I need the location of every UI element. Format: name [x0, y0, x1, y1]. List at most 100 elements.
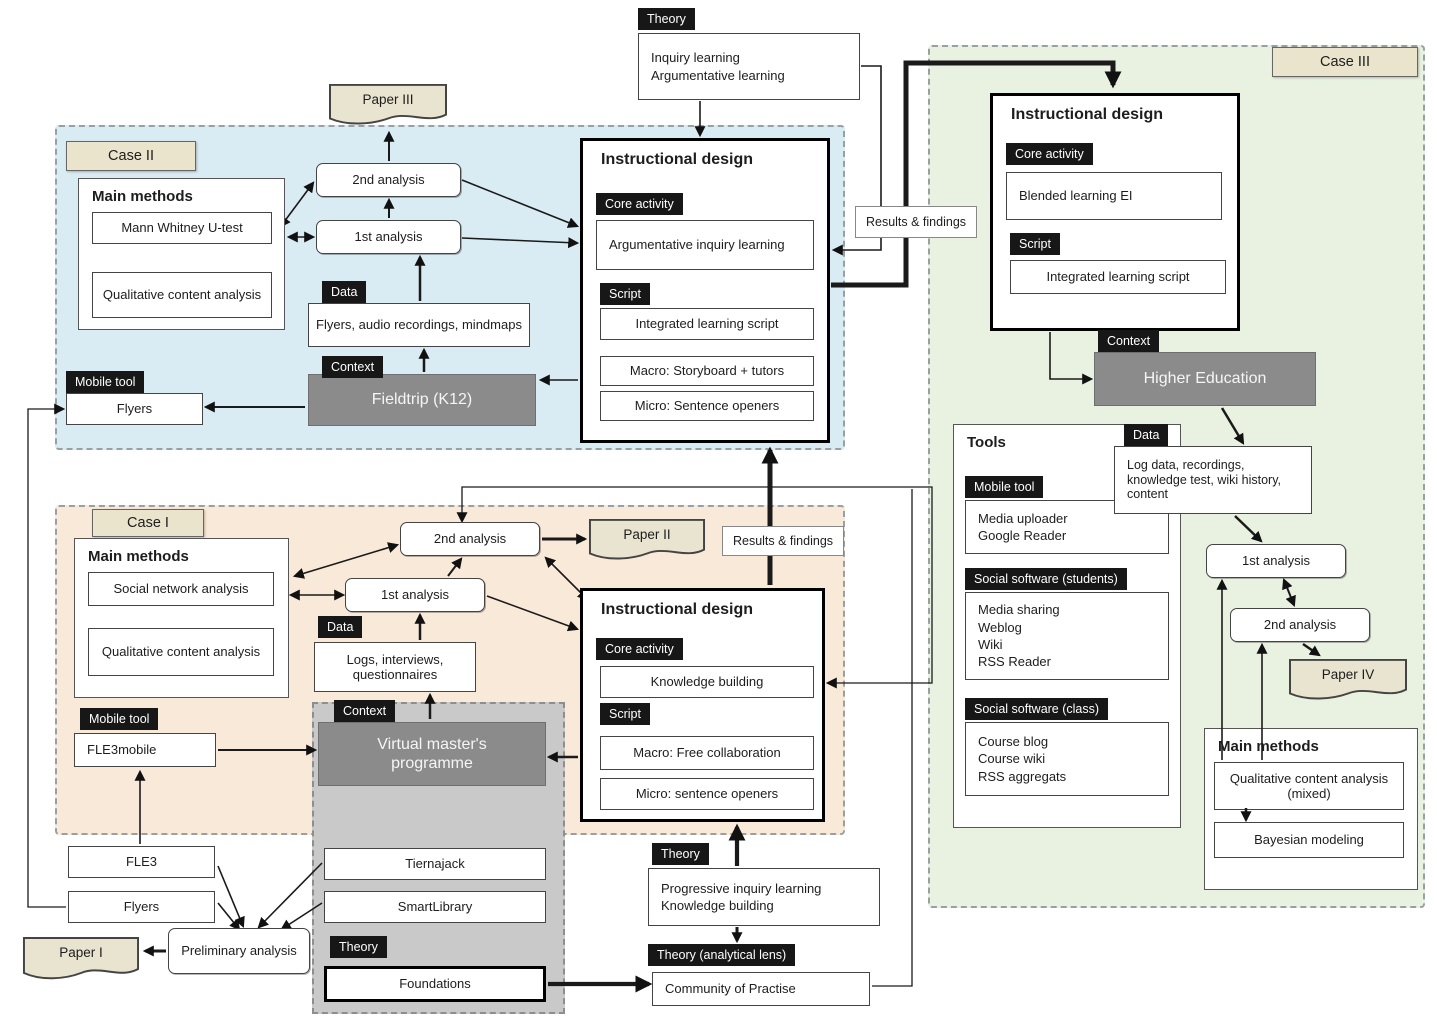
case1-vmp-line-1: Virtual master's: [377, 735, 487, 753]
case-ii-tab: Case II: [66, 141, 196, 171]
tiernajack-box: Tiernajack: [324, 848, 546, 880]
paper-ii: Paper II: [588, 518, 706, 564]
flyers-bottom-box: Flyers: [68, 891, 215, 923]
theory-top-label: Theory: [638, 8, 695, 30]
case3-data-box: Log data, recordings, knowledge test, wi…: [1114, 446, 1312, 514]
fle3-box: FLE3: [68, 846, 215, 878]
case3-mobile-line-2: Google Reader: [978, 528, 1067, 543]
preliminary-analysis-box: Preliminary analysis: [168, 928, 310, 974]
case3-ss-students-line-2: Weblog: [978, 619, 1022, 635]
case3-mobile-tool-box: Media uploader Google Reader: [965, 500, 1169, 554]
case1-2nd-analysis: 2nd analysis: [400, 522, 540, 556]
case-iii-tab: Case III: [1272, 47, 1418, 77]
case3-core-activity-label: Core activity: [1006, 143, 1093, 165]
case3-id-title: Instructional design: [1011, 106, 1164, 123]
paper-ii-label: Paper II: [623, 527, 671, 542]
case1-vmp-line-2: programme: [391, 755, 473, 772]
case1-script-label: Script: [600, 703, 650, 725]
case3-social-software-students-box: Media sharing Weblog Wiki RSS Reader: [965, 592, 1169, 680]
community-of-practise-box: Community of Practise: [652, 972, 870, 1006]
case1-knowledge-building-box: Knowledge building: [600, 666, 814, 698]
case3-data-label: Data: [1124, 424, 1169, 446]
case3-script-label: Script: [1010, 233, 1060, 255]
case2-fieldtrip-box: Fieldtrip (K12): [308, 374, 536, 426]
paper-i: Paper I: [22, 936, 140, 984]
case2-data-label: Data: [322, 281, 367, 303]
paper-i-shape: [22, 937, 140, 980]
case2-mobile-tool-label: Mobile tool: [66, 371, 145, 393]
case2-flyers-box: Flyers: [66, 393, 203, 425]
case2-context-label: Context: [322, 356, 384, 378]
theory-top-box: Inquiry learning Argumentative learning: [638, 33, 860, 100]
case3-main-methods-title: Main methods: [1218, 738, 1319, 755]
theory-bottom-line-2: Knowledge building: [661, 898, 774, 913]
case3-context-label: Context: [1098, 330, 1160, 352]
case3-ss-class-line-2: Course wiki: [978, 751, 1046, 767]
smartlibrary-box: SmartLibrary: [324, 891, 546, 923]
results-findings-case1: Results & findings: [722, 526, 844, 556]
case2-core-activity-label: Core activity: [596, 193, 683, 215]
case2-script-label: Script: [600, 283, 650, 305]
case3-ss-students-line-1: Media sharing: [978, 602, 1060, 618]
case1-data-box: Logs, interviews, questionnaires: [314, 642, 476, 692]
case1-method-social-network: Social network analysis: [88, 572, 274, 606]
theory-lens-label: Theory (analytical lens): [648, 944, 796, 966]
case3-ss-students-line-4: RSS Reader: [978, 654, 1051, 670]
theory-bottom-label: Theory: [652, 843, 709, 865]
case1-macro-box: Macro: Free collaboration: [600, 736, 814, 770]
case2-data-box: Flyers, audio recordings, mindmaps: [308, 303, 530, 347]
case3-higher-education-box: Higher Education: [1094, 352, 1316, 406]
case-i-tab: Case I: [92, 509, 204, 537]
paper-iii-label: Paper III: [362, 92, 414, 107]
case3-social-software-class-label: Social software (class): [965, 698, 1109, 720]
case2-2nd-analysis: 2nd analysis: [316, 163, 461, 197]
case3-ss-class-line-1: Course blog: [978, 734, 1049, 749]
case3-method-qca-mixed: Qualitative content analysis (mixed): [1214, 762, 1404, 810]
theory-bottom-line-1: Progressive inquiry learning: [661, 880, 822, 896]
paper-iv-label: Paper IV: [1321, 667, 1375, 682]
case3-tools-title: Tools: [967, 434, 1006, 451]
foundations-theory-label: Theory: [330, 936, 387, 958]
case1-id-title: Instructional design: [601, 601, 754, 618]
paper-iv-shape: [1289, 658, 1407, 700]
case1-context-label: Context: [334, 700, 396, 722]
paper-iii: Paper III: [328, 83, 448, 129]
case3-method-bayesian: Bayesian modeling: [1214, 822, 1404, 858]
paper-i-label: Paper I: [59, 945, 103, 960]
case1-core-activity-label: Core activity: [596, 638, 683, 660]
case2-1st-analysis: 1st analysis: [316, 220, 461, 254]
case2-method-mann-whitney: Mann Whitney U-test: [92, 212, 272, 244]
theory-top-line-1: Inquiry learning: [651, 50, 740, 66]
case1-mobile-tool-label: Mobile tool: [80, 708, 159, 730]
case2-macro-box: Macro: Storyboard + tutors: [600, 356, 814, 386]
case2-core-activity-box: Argumentative inquiry learning: [596, 220, 814, 270]
case1-data-label: Data: [318, 616, 363, 638]
case1-fle3mobile-box: FLE3mobile: [74, 733, 216, 767]
case2-method-qualitative-content: Qualitative content analysis: [92, 272, 272, 318]
paper-iii-shape: [329, 83, 447, 125]
case3-social-software-class-box: Course blog Course wiki RSS aggregats: [965, 722, 1169, 796]
case3-mobile-line-1: Media uploader: [978, 510, 1068, 526]
case3-1st-analysis: 1st analysis: [1206, 544, 1346, 578]
case1-method-qualitative-content: Qualitative content analysis: [88, 628, 274, 676]
case2-script-box: Integrated learning script: [600, 308, 814, 340]
case1-1st-analysis: 1st analysis: [345, 578, 485, 612]
case1-vmp-box: Virtual master's programme: [318, 722, 546, 786]
case3-script-box: Integrated learning script: [1010, 260, 1226, 294]
theory-top-line-2: Argumentative learning: [651, 67, 785, 83]
case2-id-title: Instructional design: [601, 151, 754, 168]
case3-mobile-tool-label: Mobile tool: [965, 476, 1044, 498]
case1-micro-box: Micro: sentence openers: [600, 778, 814, 810]
case3-core-activity-box: Blended learning EI: [1006, 172, 1222, 220]
theory-bottom-box: Progressive inquiry learning Knowledge b…: [648, 868, 880, 926]
paper-iv: Paper IV: [1288, 658, 1408, 704]
results-findings-top: Results & findings: [855, 206, 977, 238]
case3-ss-class-line-3: RSS aggregats: [978, 768, 1067, 784]
case2-main-methods-title: Main methods: [92, 188, 193, 205]
case2-micro-box: Micro: Sentence openers: [600, 391, 814, 421]
case3-social-software-students-label: Social software (students): [965, 568, 1127, 590]
foundations-box: Foundations: [324, 966, 546, 1002]
case1-main-methods-title: Main methods: [88, 548, 189, 565]
case3-2nd-analysis: 2nd analysis: [1230, 608, 1370, 642]
